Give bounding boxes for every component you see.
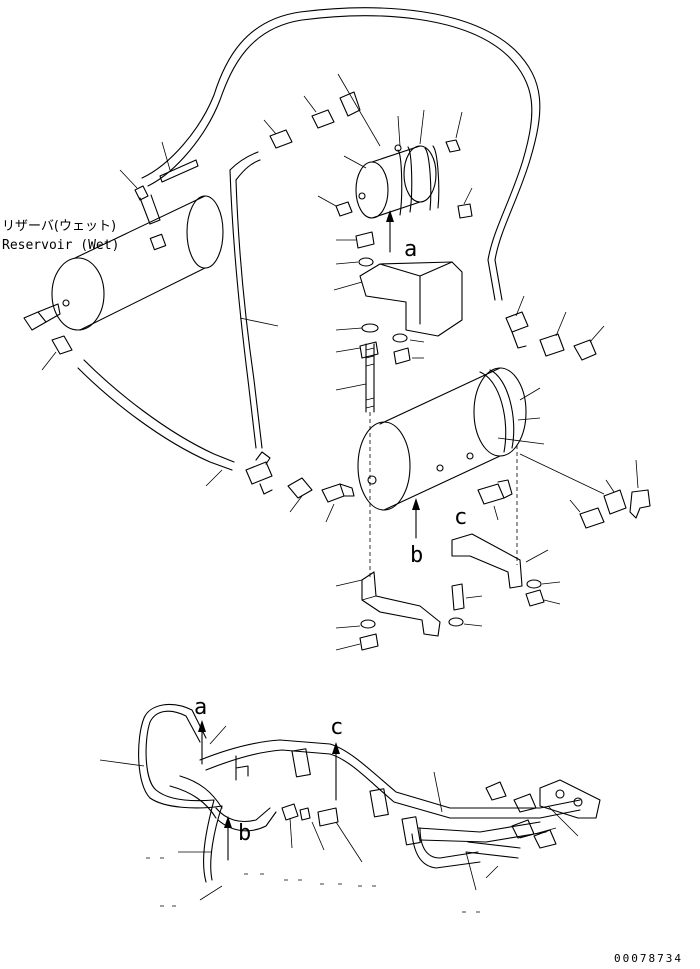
right-manifold: [433, 771, 601, 891]
view-label-a-lower: a: [194, 695, 207, 720]
view-label-b-upper: b: [410, 543, 423, 568]
view-label-c-lower: c: [330, 715, 343, 740]
short-pipe-upper-left: [159, 141, 199, 183]
main-air-tank: [357, 367, 605, 511]
reservoir-side-fitting: [23, 303, 61, 331]
view-arrow-a-upper: [386, 210, 394, 253]
lower-tee-fitting: [245, 451, 273, 495]
view-label-a-upper: a: [404, 237, 417, 262]
upper-small-tank: [337, 73, 440, 219]
top-loop-pipe: [141, 7, 541, 301]
stud-bolt: [335, 343, 375, 413]
view-arrow-b-lower: [224, 816, 232, 861]
upper-fittings: [263, 91, 473, 219]
lower-elbow-fitting: [321, 483, 355, 523]
far-right-fittings: [569, 459, 651, 529]
reservoir-wet-tank: [51, 195, 224, 331]
reservoir-label-en: Reservoir (Wet): [2, 238, 119, 253]
right-c-bracket: [451, 533, 561, 607]
long-vertical-pipe: [229, 151, 279, 449]
connector-fitting-left: [41, 335, 73, 371]
bottom-left-loop-pipe: [99, 703, 223, 883]
right-tee-fitting: [505, 295, 529, 349]
view-arrow-c-lower: [332, 742, 340, 801]
bottom-main-pipes: [169, 739, 581, 869]
reservoir-label-jp: リザーバ(ウェット): [2, 219, 116, 234]
empty-label-dashes: [146, 857, 480, 913]
lower-mount-bracket: [335, 571, 441, 637]
right-union-fitting: [539, 311, 567, 357]
pipe-clamps: [235, 748, 421, 846]
lower-union-fitting: [287, 477, 313, 513]
lower-left-hose: [77, 359, 235, 487]
main-tank-tee-fitting: [477, 479, 513, 521]
lower-nut-stack: [335, 583, 483, 651]
upper-nut-stack: [335, 231, 425, 365]
right-elbow-fitting: [573, 325, 605, 361]
view-arrow-b-upper: [412, 498, 420, 539]
view-arrow-a-lower: [198, 720, 206, 765]
reservoir-elbow-fitting: [119, 169, 161, 225]
drawing-number: 00078734: [614, 952, 683, 965]
bottom-fittings: [178, 725, 363, 901]
view-label-b-lower: b: [238, 821, 251, 846]
view-label-c-upper: c: [454, 505, 467, 530]
upper-mount-bracket: [333, 261, 463, 337]
